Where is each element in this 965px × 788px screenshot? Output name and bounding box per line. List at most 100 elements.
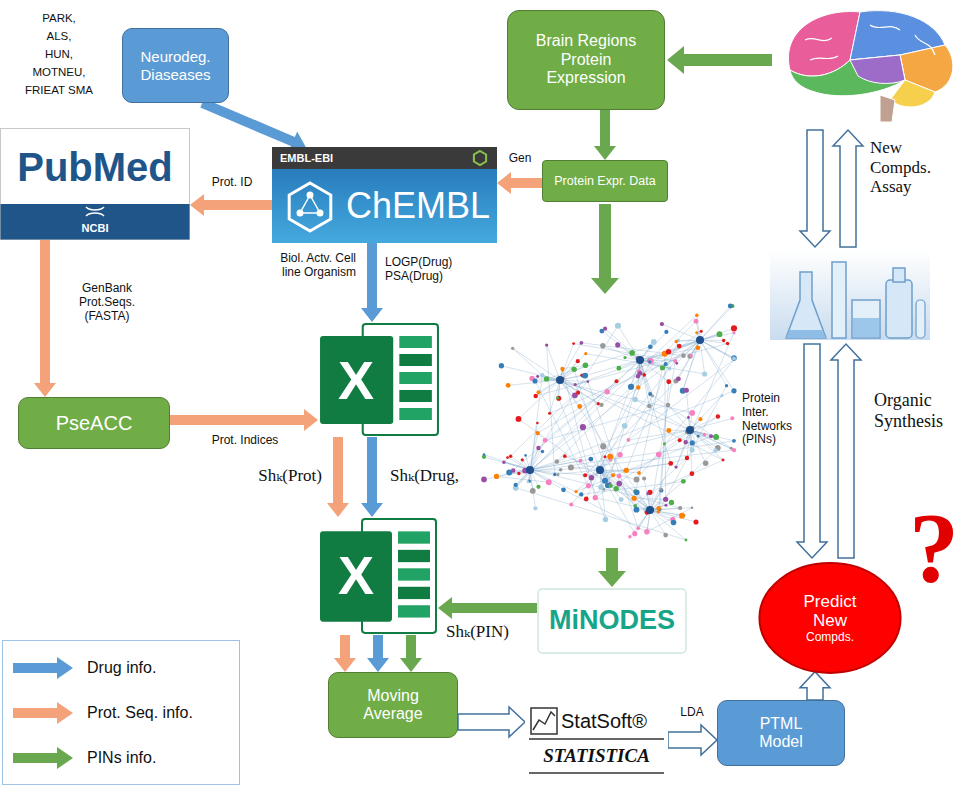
network-link xyxy=(581,343,683,356)
flow-arrow xyxy=(170,409,318,431)
drawing-part xyxy=(398,550,430,562)
text-slot: PubMed xyxy=(4,134,186,200)
drawing-part xyxy=(297,210,304,217)
network-dot xyxy=(600,443,606,449)
network-link xyxy=(640,340,700,360)
network-dot xyxy=(700,330,703,333)
network-dot xyxy=(664,362,668,366)
network-link xyxy=(618,345,640,360)
node-text: Predict New xyxy=(790,592,870,631)
drawing-part xyxy=(786,330,826,338)
drawing-part xyxy=(531,708,557,734)
network-dot xyxy=(642,373,646,377)
drawing-part xyxy=(890,80,935,107)
network-dot xyxy=(598,484,604,490)
network-dot xyxy=(681,479,686,484)
network-dot xyxy=(528,480,531,483)
legend-swatch xyxy=(13,656,73,680)
legend-row: PINs info. xyxy=(13,743,229,773)
network-dot xyxy=(651,394,654,397)
flow-arrow xyxy=(34,240,56,397)
network-link xyxy=(560,343,581,380)
network-dot xyxy=(611,473,615,477)
drawing-part xyxy=(790,55,905,96)
network-link xyxy=(530,470,581,494)
network-link xyxy=(690,430,734,450)
network-link xyxy=(683,340,700,391)
text-slot: MiNODES xyxy=(539,590,685,652)
network-dot xyxy=(584,497,589,502)
network-link xyxy=(664,354,666,500)
network-dot xyxy=(556,396,561,401)
network-dot xyxy=(617,474,622,479)
network-link xyxy=(535,381,588,486)
network-link xyxy=(513,381,616,470)
drawing-part xyxy=(1,204,190,240)
network-dot xyxy=(694,319,699,324)
network-dot xyxy=(544,376,549,381)
network-link xyxy=(588,382,638,529)
network-dot xyxy=(675,340,679,344)
flow-arrow xyxy=(438,597,537,619)
text-slot: X xyxy=(320,531,392,619)
network-dot xyxy=(634,489,640,495)
network-dot xyxy=(579,492,583,496)
network-dot xyxy=(638,371,643,376)
network-link xyxy=(576,436,711,491)
drawing-part xyxy=(786,272,826,338)
network-dot xyxy=(556,396,559,399)
edge-label: Biol. Actv. Cell line Organism xyxy=(280,252,356,280)
network-dot xyxy=(660,322,664,326)
network-dot xyxy=(560,367,564,371)
network-dot xyxy=(732,357,736,361)
swatch-arrow xyxy=(13,657,73,679)
flow-arrow xyxy=(190,194,272,216)
network-dot xyxy=(593,495,598,500)
network-link xyxy=(700,306,730,340)
logo-text: X xyxy=(338,544,374,606)
circle-outline xyxy=(759,563,900,673)
network-link xyxy=(550,356,684,414)
network-dot xyxy=(644,529,650,535)
network-dot xyxy=(609,458,613,462)
network-link xyxy=(513,348,560,380)
network-dot xyxy=(681,353,686,358)
network-link xyxy=(602,331,640,360)
network-dot xyxy=(516,416,522,422)
text-slot: NCBI xyxy=(4,218,186,238)
network-link xyxy=(565,456,600,470)
network-dot xyxy=(524,454,527,457)
network-dot xyxy=(716,414,720,418)
legend-row: Prot. Seq. info. xyxy=(13,698,229,728)
network-dot xyxy=(576,359,580,363)
annotation: FRIEAT SMA xyxy=(0,84,118,97)
network-dot xyxy=(671,520,677,526)
logo-text: NCBI xyxy=(82,222,109,235)
spreadsheet-icon: X xyxy=(318,322,440,437)
drawing-part xyxy=(833,130,863,247)
logo-text: STATISTICA xyxy=(543,745,650,767)
network-link xyxy=(530,340,700,470)
network-link xyxy=(560,380,602,405)
network-dot xyxy=(642,476,646,480)
drawing-part xyxy=(852,300,880,338)
network-dot xyxy=(691,506,694,509)
node-text: Brain Regions Protein Expression xyxy=(527,32,645,87)
drawing-part xyxy=(398,587,430,599)
network-link xyxy=(630,510,650,537)
network-link xyxy=(571,468,600,470)
drawing-part xyxy=(850,55,905,83)
network-dot xyxy=(677,344,682,349)
model-box: PTML Model xyxy=(717,700,845,766)
network-dot xyxy=(569,502,573,506)
network-link xyxy=(560,380,650,510)
network-dot xyxy=(685,539,688,542)
network-dot xyxy=(690,440,695,445)
drawing-part xyxy=(399,390,432,402)
network-dot xyxy=(561,368,565,372)
legend-row: Drug info. xyxy=(13,653,229,683)
network-link xyxy=(484,455,530,470)
network-dot xyxy=(696,346,701,351)
network-link xyxy=(504,382,588,463)
network-hub xyxy=(556,376,564,384)
